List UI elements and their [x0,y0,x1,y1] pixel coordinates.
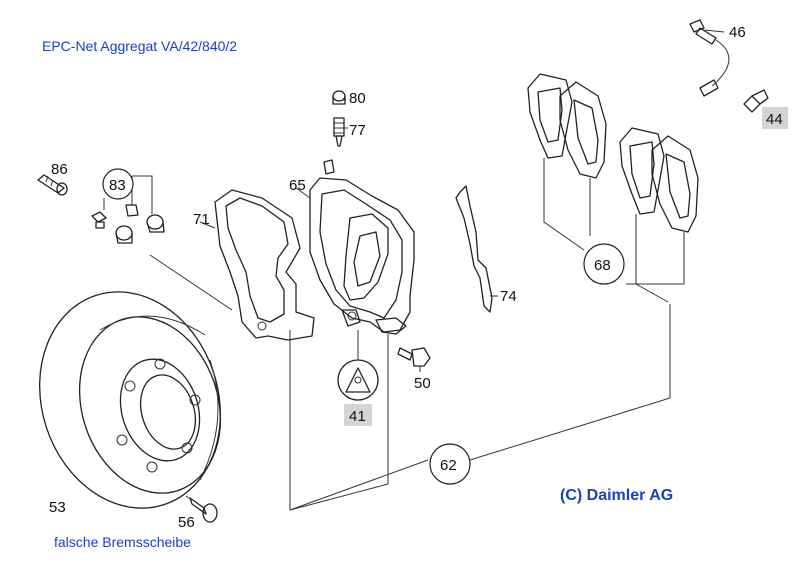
label-part-44[interactable]: 44 [766,111,783,128]
guide-pin-86-part [37,174,68,196]
diagram-title: EPC-Net Aggregat VA/42/840/2 [42,38,238,54]
bolt-50-part [397,347,431,367]
label-part-41[interactable]: 41 [349,408,366,425]
bleed-screw-77-part [333,117,345,147]
footnote-note: falsche Bremsscheibe [54,534,191,550]
label-part-77[interactable]: 77 [349,122,366,139]
badge-44 [762,107,788,129]
anti-rattle-spring-74-part [455,185,493,313]
label-part-62[interactable]: 62 [440,457,457,474]
copyright-notice: (C) Daimler AG [560,487,674,504]
label-part-50[interactable]: 50 [414,375,431,392]
caliper-carrier-71-part [149,189,315,341]
brake-caliper-65-part [309,159,415,335]
badge-41 [344,404,372,426]
repair-kit-41-part [337,359,379,401]
label-part-86[interactable]: 86 [51,161,68,178]
label-part-56[interactable]: 56 [178,514,195,531]
bolt-44-part [743,89,769,113]
label-part-83[interactable]: 83 [109,177,126,194]
label-part-65[interactable]: 65 [289,177,306,194]
assembly-62-leaders [289,304,671,511]
screw-56-part [185,495,218,523]
label-part-71[interactable]: 71 [193,211,210,228]
label-part-74[interactable]: 74 [500,288,517,305]
label-part-53[interactable]: 53 [49,499,66,516]
label-part-68[interactable]: 68 [594,257,611,274]
dust-cap-80-part [332,90,346,105]
brake-pads-68-part [527,73,699,303]
wear-sensor-46-part [689,19,730,97]
brake-disc-part [39,291,222,509]
label-part-80[interactable]: 80 [349,90,366,107]
label-part-46[interactable]: 46 [729,24,746,41]
